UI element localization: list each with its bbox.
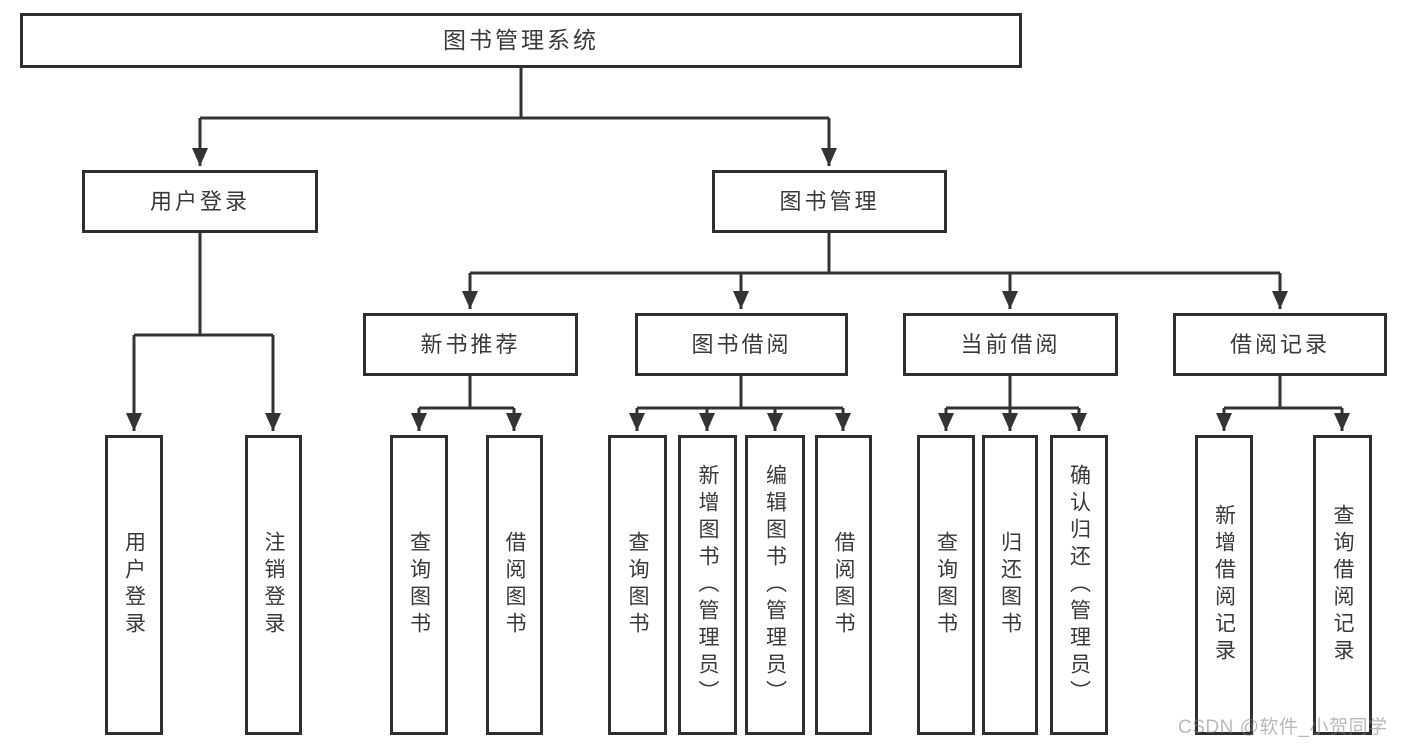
node-root: 图书管理系统	[20, 13, 1022, 68]
leaf-edit-books-admin: 编辑图书（管理员）	[745, 435, 805, 735]
connector-arrows	[126, 118, 1350, 431]
csdn-watermark: CSDN @软件_小贺同学	[1178, 717, 1388, 738]
leaf-confirm-return-admin: 确认归还（管理员）	[1050, 435, 1108, 735]
node-book-management: 图书管理	[712, 170, 947, 233]
leaf-query-books-current: 查询图书	[917, 435, 975, 735]
leaf-query-borrow-record: 查询借阅记录	[1313, 435, 1372, 735]
connector-lines	[134, 68, 1342, 410]
leaf-return-books: 归还图书	[982, 435, 1038, 735]
node-current-borrowing: 当前借阅	[903, 313, 1118, 376]
leaf-user-login: 用户登录	[105, 435, 163, 735]
node-user-login: 用户登录	[82, 170, 318, 233]
node-new-book-recommend: 新书推荐	[363, 313, 578, 376]
leaf-query-books-borrow: 查询图书	[608, 435, 667, 735]
leaf-add-books-admin: 新增图书（管理员）	[678, 435, 737, 735]
leaf-borrow-books-recommend: 借阅图书	[486, 435, 543, 735]
leaf-borrow-books: 借阅图书	[815, 435, 872, 735]
leaf-add-borrow-record: 新增借阅记录	[1195, 435, 1253, 735]
leaf-logout: 注销登录	[245, 435, 302, 735]
node-borrowing-records: 借阅记录	[1173, 313, 1387, 376]
leaf-query-books-recommend: 查询图书	[390, 435, 448, 735]
node-book-borrowing: 图书借阅	[635, 313, 848, 376]
